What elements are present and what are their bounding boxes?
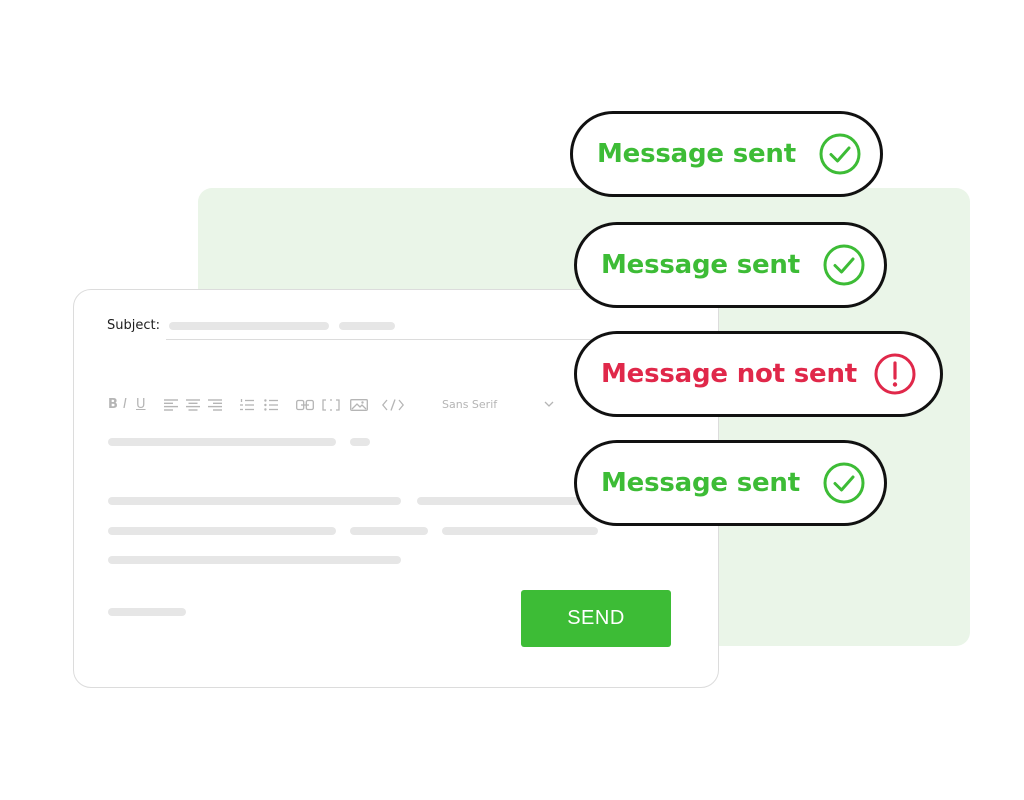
bold-icon[interactable]: B xyxy=(108,397,118,412)
body-placeholder-text xyxy=(108,497,401,505)
body-placeholder-text xyxy=(108,527,336,535)
status-pill-sent: Message sent xyxy=(574,222,887,308)
status-pill-sent: Message sent xyxy=(570,111,883,197)
status-pill-not-sent: Message not sent xyxy=(574,331,943,417)
body-placeholder-text xyxy=(108,438,336,446)
subject-placeholder-text[interactable] xyxy=(169,322,329,330)
italic-icon[interactable]: I xyxy=(123,397,127,412)
align-center-icon[interactable] xyxy=(186,399,200,411)
exclamation-circle-icon xyxy=(874,353,916,395)
body-placeholder-text xyxy=(442,527,598,535)
status-label: Message sent xyxy=(597,139,796,169)
align-right-icon[interactable] xyxy=(208,399,222,411)
code-icon[interactable] xyxy=(382,399,404,411)
subject-field-underline xyxy=(166,339,686,340)
embed-icon[interactable] xyxy=(322,399,340,411)
body-placeholder-text xyxy=(350,438,370,446)
status-label: Message not sent xyxy=(601,359,858,389)
footer-placeholder-text xyxy=(108,608,186,616)
status-pill-sent: Message sent xyxy=(574,440,887,526)
status-label: Message sent xyxy=(601,468,800,498)
subject-placeholder-text[interactable] xyxy=(339,322,395,330)
send-button[interactable]: SEND xyxy=(521,590,671,647)
body-placeholder-text xyxy=(350,527,428,535)
formatting-toolbar: B I U Sans Serif xyxy=(108,396,688,414)
check-circle-icon xyxy=(823,462,865,504)
check-circle-icon xyxy=(823,244,865,286)
bulleted-list-icon[interactable] xyxy=(264,399,278,411)
body-placeholder-text xyxy=(108,556,401,564)
chevron-down-icon[interactable] xyxy=(544,401,554,408)
underline-icon[interactable]: U xyxy=(136,397,146,412)
align-left-icon[interactable] xyxy=(164,399,178,411)
check-circle-icon xyxy=(819,133,861,175)
image-icon[interactable] xyxy=(350,399,368,411)
numbered-list-icon[interactable] xyxy=(240,399,254,411)
link-icon[interactable] xyxy=(296,399,314,411)
status-label: Message sent xyxy=(601,250,800,280)
body-placeholder-text xyxy=(417,497,597,505)
subject-label: Subject: xyxy=(107,318,160,333)
font-family-select[interactable]: Sans Serif xyxy=(442,398,498,411)
